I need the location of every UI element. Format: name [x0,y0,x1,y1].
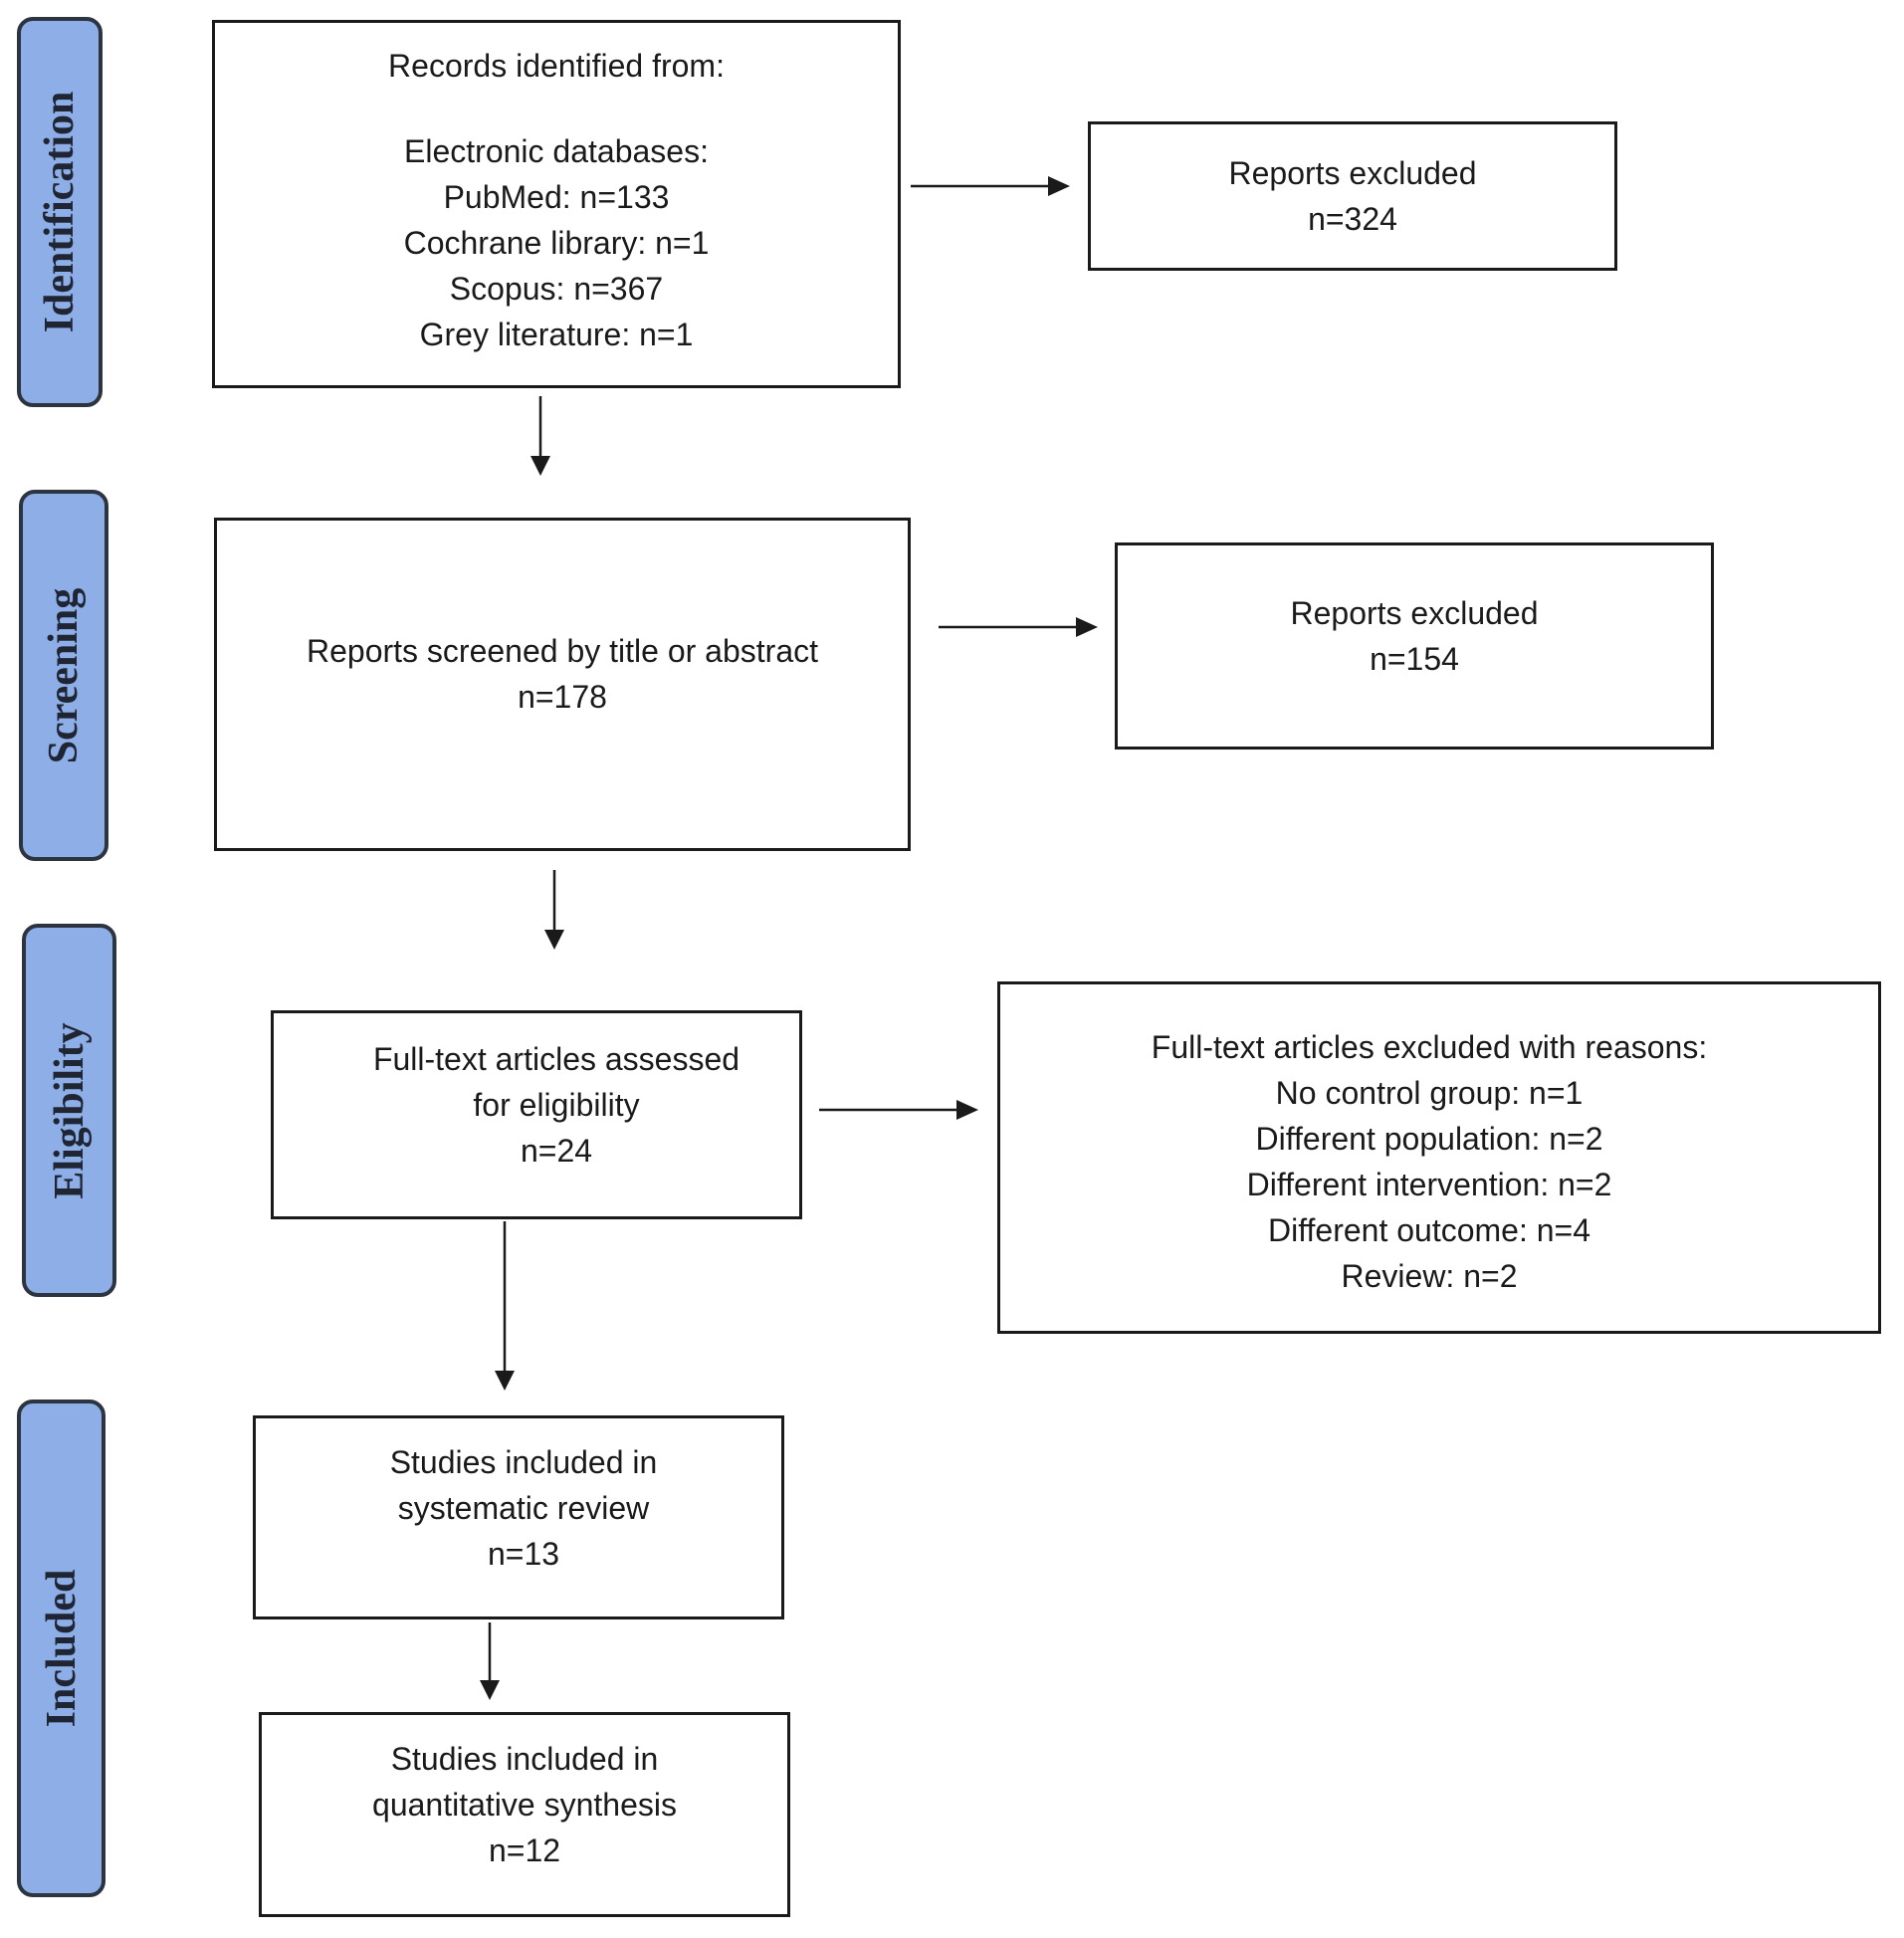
excluded-screening-label: Reports excluded [1290,595,1539,631]
screened-count: n=178 [518,679,607,715]
phase-screening-label: Screening [41,587,87,763]
records-subheading: Electronic databases: [404,133,709,169]
fulltext-line1: Full-text articles assessed [372,1041,740,1077]
systematic-count: n=13 [487,1535,560,1572]
records-scopus: Scopus: n=367 [449,271,664,307]
fulltext-assessed-box: Full-text articles assessed for eligibil… [271,1010,802,1219]
records-grey: Grey literature: n=1 [419,317,694,352]
excluded-identification-box: Reports excluded n=324 [1088,121,1617,271]
phase-identification-label: Identification [37,91,83,333]
fulltext-excluded-heading: Full-text articles excluded with reasons… [1151,1029,1708,1065]
records-identified-box: Records identified from: Electronic data… [212,20,901,388]
records-cochrane: Cochrane library: n=1 [403,225,710,261]
fulltext-excluded-box: Full-text articles excluded with reasons… [997,981,1881,1334]
phase-eligibility-label: Eligibility [46,1021,93,1199]
excluded-identification-count: n=324 [1308,201,1397,237]
systematic-review-box: Studies included in systematic review n=… [253,1415,784,1619]
quantitative-line1: Studies included in [390,1741,659,1777]
reason-item: No control group: n=1 [1275,1075,1584,1111]
phase-eligibility: Eligibility [22,924,116,1297]
excluded-identification-label: Reports excluded [1228,155,1477,191]
systematic-line1: Studies included in [389,1443,658,1480]
systematic-line2: systematic review [397,1489,650,1526]
records-heading: Records identified from: [388,48,725,84]
screened-label: Reports screened by title or abstract [306,633,818,669]
reason-item: Different outcome: n=4 [1267,1212,1591,1248]
quantitative-line2: quantitative synthesis [372,1787,677,1823]
phase-included: Included [17,1400,106,1897]
reason-item: Different intervention: n=2 [1246,1167,1612,1202]
quantitative-count: n=12 [488,1832,561,1868]
reason-item: Different population: n=2 [1255,1121,1603,1157]
phase-identification: Identification [17,17,103,407]
phase-included-label: Included [38,1569,85,1728]
fulltext-count: n=24 [520,1133,593,1169]
reason-item: Review: n=2 [1341,1258,1518,1294]
excluded-screening-count: n=154 [1370,641,1459,677]
records-pubmed: PubMed: n=133 [443,179,670,215]
excluded-screening-box: Reports excluded n=154 [1115,542,1714,750]
screened-box: Reports screened by title or abstract n=… [214,518,911,851]
phase-screening: Screening [19,490,108,861]
quantitative-synthesis-box: Studies included in quantitative synthes… [259,1712,790,1917]
fulltext-line2: for eligibility [473,1087,640,1123]
